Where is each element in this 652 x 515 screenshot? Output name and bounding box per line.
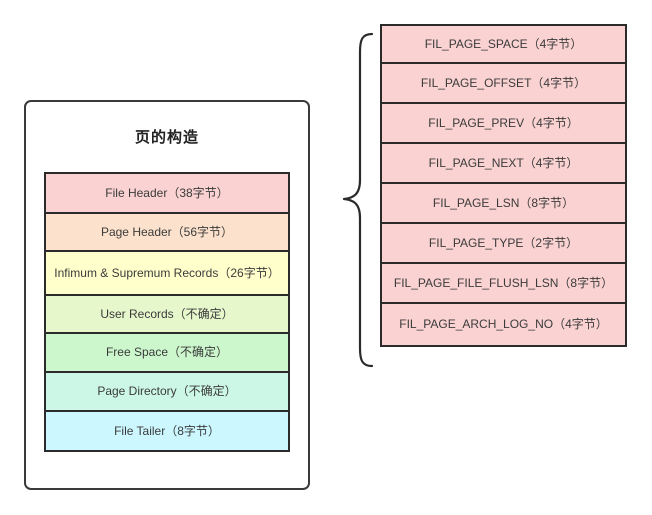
page-section-row: Free Space（不确定）: [46, 332, 288, 371]
page-section-row: File Header（38字节）: [46, 172, 288, 212]
page-structure-card: 页的构造 File Header（38字节）Page Header（56字节）I…: [24, 100, 310, 490]
fil-header-row: FIL_PAGE_FILE_FLUSH_LSN（8字节）: [382, 262, 625, 302]
fil-header-row: FIL_PAGE_TYPE（2字节）: [382, 222, 625, 262]
fil-header-row: FIL_PAGE_ARCH_LOG_NO（4字节）: [382, 302, 625, 345]
fil-header-row: FIL_PAGE_NEXT（4字节）: [382, 142, 625, 182]
fil-header-row: FIL_PAGE_OFFSET（4字节）: [382, 62, 625, 102]
curly-brace-connector: [322, 30, 378, 370]
fil-header-row: FIL_PAGE_SPACE（4字节）: [382, 24, 625, 62]
fil-header-field-table: FIL_PAGE_SPACE（4字节）FIL_PAGE_OFFSET（4字节）F…: [380, 24, 627, 347]
fil-header-row: FIL_PAGE_PREV（4字节）: [382, 102, 625, 142]
page-section-row: File Tailer（8字节）: [46, 410, 288, 450]
page-section-row: Page Directory（不确定）: [46, 371, 288, 410]
page-title: 页的构造: [134, 129, 199, 146]
page-section-list: File Header（38字节）Page Header（56字节）Infimu…: [44, 172, 290, 452]
page-section-row: User Records（不确定）: [46, 294, 288, 332]
page-section-row: Infimum & Supremum Records（26字节）: [46, 250, 288, 294]
curly-brace-icon: [342, 32, 374, 368]
page-section-row: Page Header（56字节）: [46, 212, 288, 250]
fil-header-row: FIL_PAGE_LSN（8字节）: [382, 182, 625, 222]
